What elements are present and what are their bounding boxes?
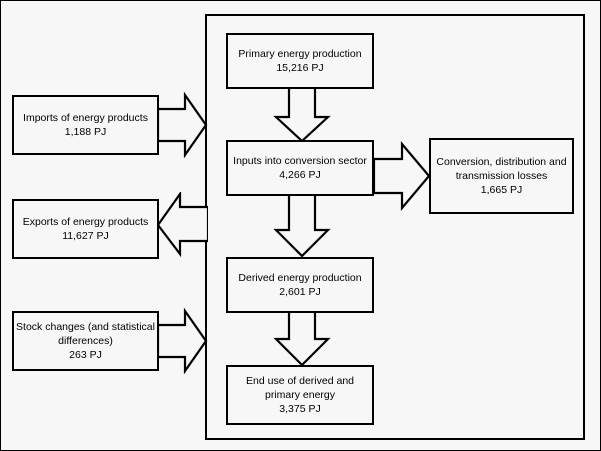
arrow-down-inputs-to-derived (273, 192, 331, 258)
exports-label: Exports of energy products (22, 216, 149, 228)
arrow-right-imports (158, 91, 208, 159)
stock-changes-label-line1: Stock changes (and statistical (16, 321, 155, 333)
box-derived-energy-production: Derived energy production 2,601 PJ (226, 257, 374, 313)
arrow-left-exports (156, 192, 208, 258)
stock-changes-value: 263 PJ (69, 349, 102, 361)
imports-value: 1,188 PJ (64, 126, 107, 138)
box-losses: Conversion, distribution and transmissio… (429, 138, 574, 214)
arrow-right-inputs-to-losses (374, 141, 432, 211)
losses-value: 1,665 PJ (480, 184, 523, 196)
end-use-label-line1: End use of derived and (246, 375, 354, 387)
primary-energy-production-value: 15,216 PJ (276, 62, 324, 74)
conversion-inputs-value: 4,266 PJ (279, 169, 321, 181)
box-stock-changes: Stock changes (and statistical differenc… (12, 311, 159, 371)
stock-changes-label-line2: differences) (58, 335, 113, 347)
box-exports: Exports of energy products 11,627 PJ (12, 199, 159, 259)
box-conversion-inputs: Inputs into conversion sector 4,266 PJ (226, 140, 374, 196)
exports-value: 11,627 PJ (62, 230, 109, 242)
end-use-label-line2: primary energy (264, 389, 336, 401)
box-primary-energy-production: Primary energy production 15,216 PJ (226, 33, 374, 89)
losses-label-line1: Conversion, distribution and (436, 156, 567, 168)
losses-label-line2: transmission losses (455, 170, 548, 182)
arrow-right-stock-changes (158, 307, 208, 375)
end-use-value: 3,375 PJ (279, 403, 321, 415)
imports-label: Imports of energy products (23, 112, 148, 124)
box-imports: Imports of energy products 1,188 PJ (12, 95, 159, 155)
derived-energy-production-label: Derived energy production (238, 272, 362, 284)
conversion-inputs-label: Inputs into conversion sector (233, 155, 367, 167)
arrow-down-derived-to-end-use (273, 307, 331, 367)
arrow-down-primary-to-inputs (273, 87, 331, 143)
box-end-use: End use of derived and primary energy 3,… (226, 365, 374, 425)
primary-energy-production-label: Primary energy production (238, 48, 362, 60)
derived-energy-production-value: 2,601 PJ (279, 286, 321, 298)
